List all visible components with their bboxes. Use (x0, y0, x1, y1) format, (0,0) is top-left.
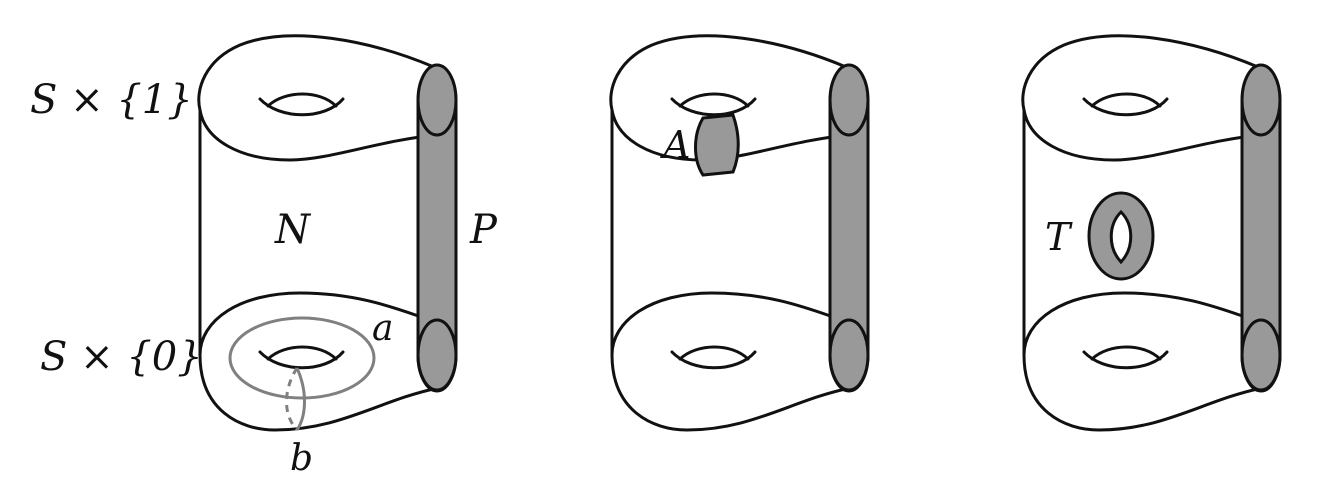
middle-annulus-label-A: A (660, 123, 690, 167)
right-top-disk (1240, 63, 1282, 137)
left-curve-b-front (295, 367, 306, 431)
middle-top-hole-upper (678, 92, 750, 108)
right-bottom-disk (1240, 318, 1282, 392)
left-bottom-label: S × {0} (40, 334, 203, 380)
figure-left: S × {1} S × {0} N P a b (30, 34, 498, 479)
middle-bottom-disk (828, 318, 870, 392)
left-interior-label-N: N (274, 207, 312, 253)
right-bottom-surface (1022, 291, 1256, 357)
left-top-disk (416, 63, 458, 137)
figure-right: T (1021, 34, 1282, 432)
middle-bottom-hole-upper (678, 345, 750, 361)
left-side-label-P: P (469, 207, 498, 253)
middle-top-disk (828, 63, 870, 137)
left-curve-a-label: a (372, 308, 393, 349)
middle-annulus-A (694, 113, 740, 177)
right-torus-label-T: T (1045, 215, 1073, 259)
left-curve-a (228, 316, 376, 400)
left-bottom-disk (416, 318, 458, 392)
left-top-hole-upper (266, 92, 338, 108)
left-bottom-hole-upper (266, 345, 338, 361)
left-bottom-surface (198, 291, 432, 357)
figure-middle: A (609, 34, 870, 432)
left-curve-b-label: b (290, 438, 313, 479)
right-bottom-hole-upper (1090, 345, 1162, 361)
left-top-label: S × {1} (30, 77, 193, 123)
left-body-outline (197, 34, 440, 432)
right-body-outline (1021, 34, 1264, 432)
middle-bottom-surface (610, 291, 844, 357)
right-torus-hole (1109, 209, 1133, 265)
right-top-hole-upper (1090, 92, 1162, 108)
